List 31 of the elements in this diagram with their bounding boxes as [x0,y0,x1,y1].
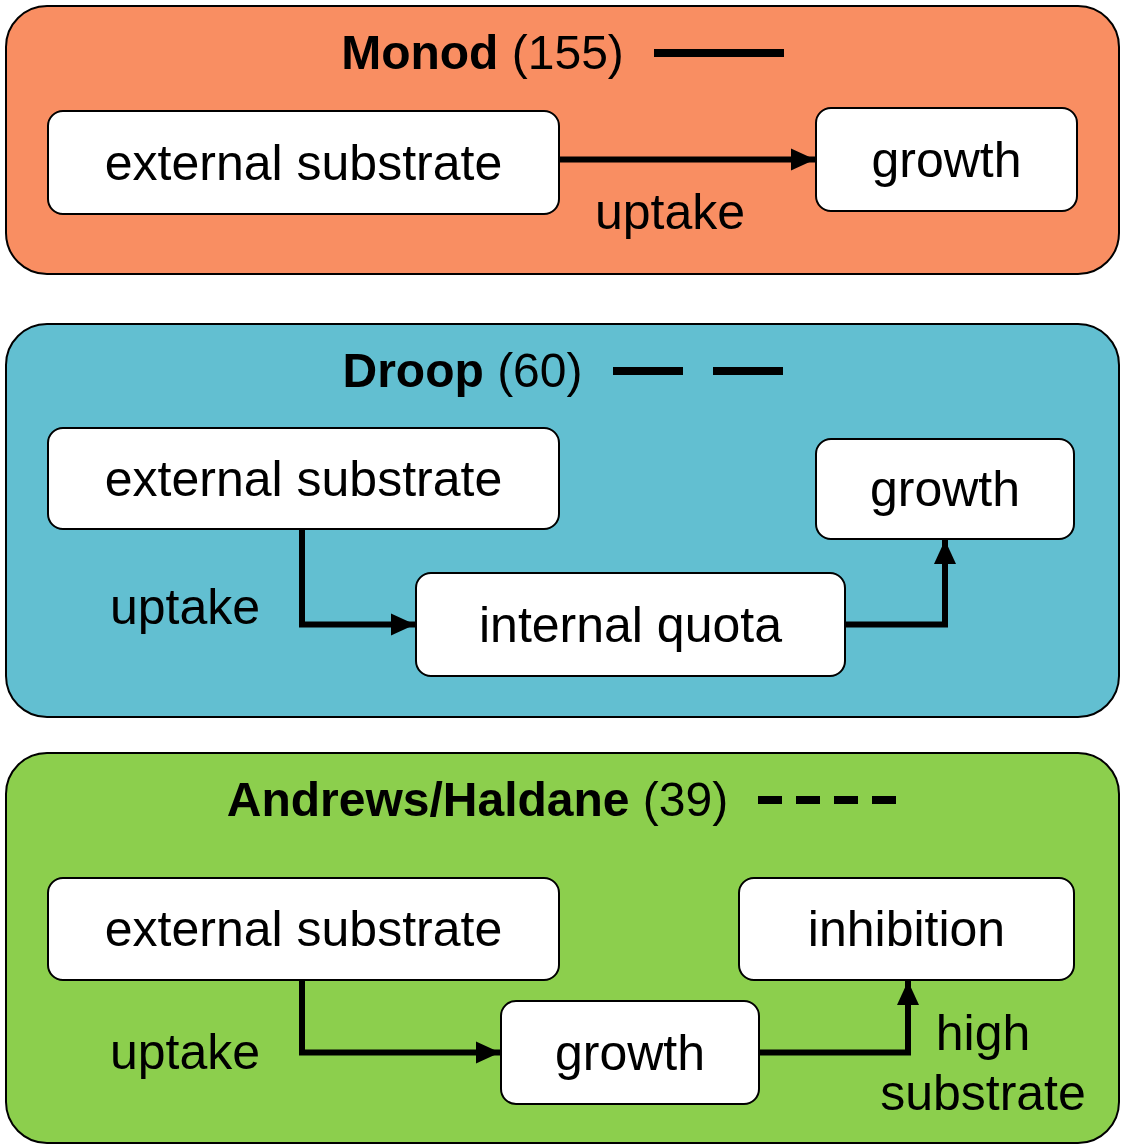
edge-label: uptake [108,578,262,637]
box-label: external substrate [104,449,503,508]
model-panel [5,323,1120,718]
panel-heading: Monod (155) [341,25,624,80]
box-label: inhibition [807,900,1006,958]
box-label: growth [554,1023,706,1082]
panel-heading: Droop (60) [342,343,583,398]
edge-label: high substrate [879,1004,1087,1123]
process-box [47,877,560,981]
process-box [815,438,1075,540]
process-box [815,107,1078,212]
box-label: external substrate [104,133,503,192]
edge-label: uptake [108,1023,262,1082]
panel-heading: Andrews/Haldane (39) [226,772,729,827]
arrow [760,981,919,1056]
arrow [299,530,415,636]
box-label: external substrate [104,900,503,958]
box-label: internal quota [479,595,782,654]
model-panel [5,5,1120,275]
process-box [738,877,1075,981]
process-box [415,572,846,677]
box-label: growth [871,130,1022,189]
arrow [560,148,815,171]
process-box [500,1000,760,1105]
process-box [47,427,560,530]
process-box [47,110,560,215]
box-label: growth [869,460,1021,518]
arrow [846,540,956,628]
edge-label: uptake [593,183,747,242]
arrow [299,981,500,1064]
model-panel [5,752,1120,1144]
